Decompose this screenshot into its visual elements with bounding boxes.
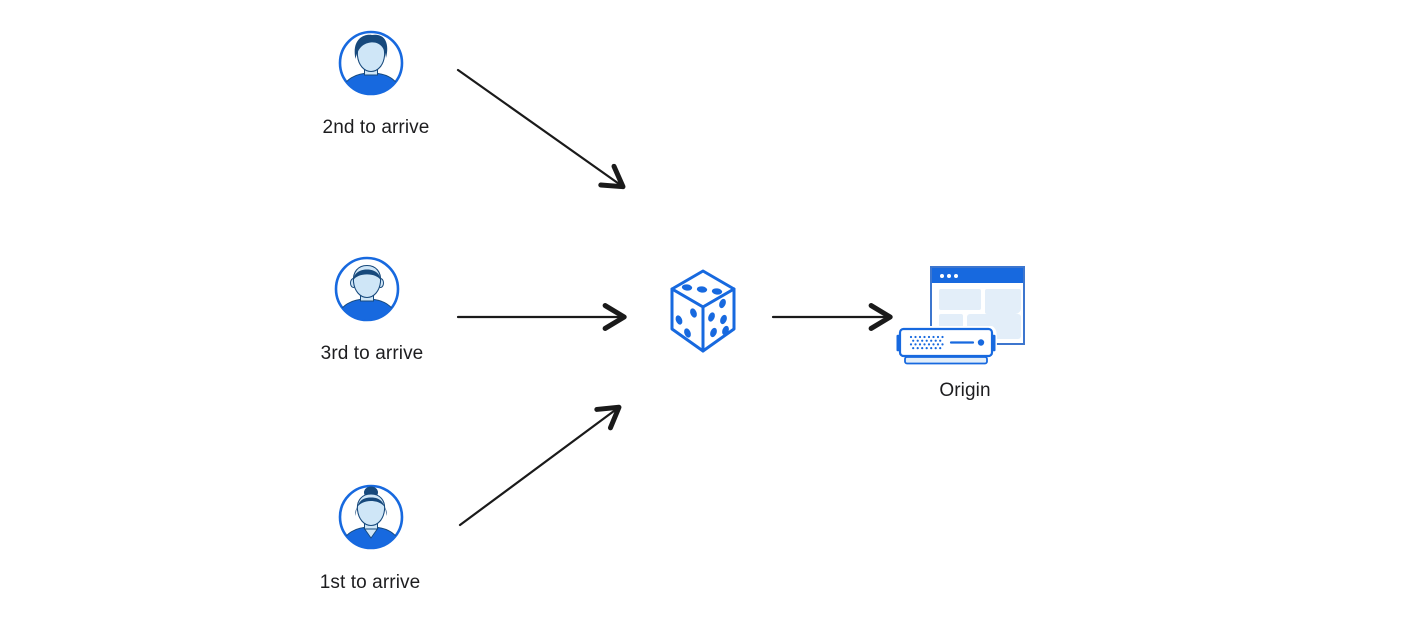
client-2nd-label: 2nd to arrive — [322, 117, 430, 138]
content-block — [985, 289, 1021, 314]
browser-titlebar — [932, 268, 1023, 283]
window-dot-icon — [940, 274, 944, 278]
origin-label: Origin — [939, 380, 991, 401]
server-icon — [895, 326, 997, 365]
server-vents — [909, 335, 944, 350]
window-dot-icon — [954, 274, 958, 278]
arrow-client2nd-to-dice — [456, 68, 626, 190]
client-3rd-label: 3rd to arrive — [320, 343, 424, 364]
client-1st-label: 1st to arrive — [319, 572, 421, 593]
male-avatar-icon — [338, 30, 404, 96]
dice-icon — [670, 269, 736, 353]
server-led-icon — [977, 339, 985, 346]
arrow-client1st-to-dice — [458, 404, 622, 527]
male-avatar-icon — [334, 256, 400, 322]
content-block — [939, 289, 981, 310]
window-dot-icon — [947, 274, 951, 278]
female-avatar-icon — [338, 484, 404, 550]
